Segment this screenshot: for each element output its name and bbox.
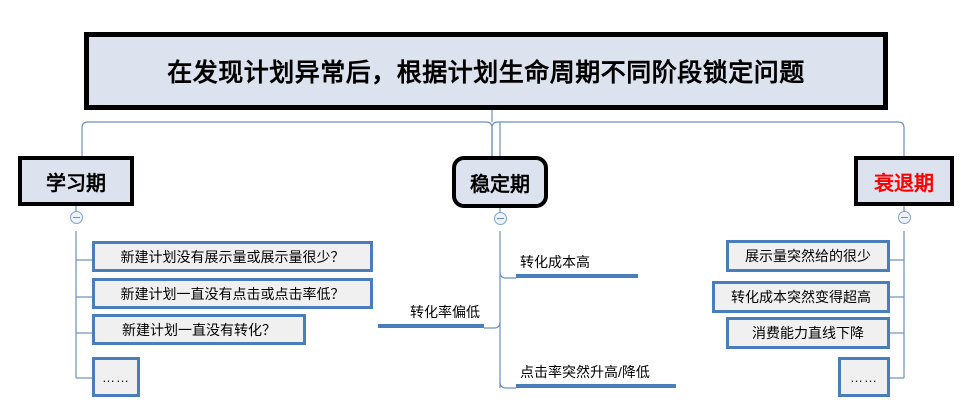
page-title: 在发现计划异常后，根据计划生命周期不同阶段锁定问题 [167,59,805,87]
minus-circle-icon-learning[interactable] [70,211,83,224]
underline-rule [378,324,484,328]
phase-label-stable: 稳定期 [470,173,530,196]
list-item-learning-4[interactable]: …… [92,357,140,397]
leaf-label: …… [102,369,130,385]
diagram-title-box: 在发现计划异常后，根据计划生命周期不同阶段锁定问题 [84,32,888,110]
phase-node-decline[interactable]: 衰退期 [854,156,954,206]
underline-rule [516,274,638,278]
mid-label-text: 转化成本高 [520,254,590,270]
list-item-learning-3[interactable]: 新建计划一直没有转化？ [92,314,306,345]
list-item-decline-1[interactable]: 展示量突然给的很少 [726,240,890,272]
list-item-stable-3[interactable]: 点击率突然升高/降低 [516,362,676,388]
list-item-decline-2[interactable]: 转化成本突然变得超高 [712,281,890,313]
list-item-decline-4[interactable]: …… [838,357,890,397]
list-item-learning-2[interactable]: 新建计划一直没有点击或点击率低？ [92,278,373,309]
leaf-label: 消费能力直线下降 [752,325,864,341]
list-item-learning-1[interactable]: 新建计划没有展示量或展示量很少？ [92,241,373,272]
mid-label-text: 点击率突然升高/降低 [520,364,650,380]
leaf-label: 展示量突然给的很少 [745,248,871,264]
minus-circle-icon-stable[interactable] [494,212,507,225]
phase-label-learning: 学习期 [46,172,106,195]
mid-label-text: 转化率偏低 [410,304,480,320]
underline-rule [516,384,676,388]
phase-label-decline: 衰退期 [874,172,934,195]
leaf-label: 新建计划没有展示量或展示量很少？ [120,248,345,265]
phase-node-learning[interactable]: 学习期 [18,156,134,206]
leaf-label: 新建计划一直没有点击或点击率低？ [120,285,345,302]
minus-circle-icon-decline[interactable] [898,211,911,224]
list-item-stable-2[interactable]: 转化率偏低 [378,302,484,328]
leaf-label: 新建计划一直没有转化？ [122,321,276,338]
phase-node-stable[interactable]: 稳定期 [452,156,548,208]
leaf-label: …… [850,369,878,385]
list-item-stable-1[interactable]: 转化成本高 [516,252,638,278]
list-item-decline-3[interactable]: 消费能力直线下降 [726,317,890,349]
leaf-label: 转化成本突然变得超高 [731,289,871,305]
